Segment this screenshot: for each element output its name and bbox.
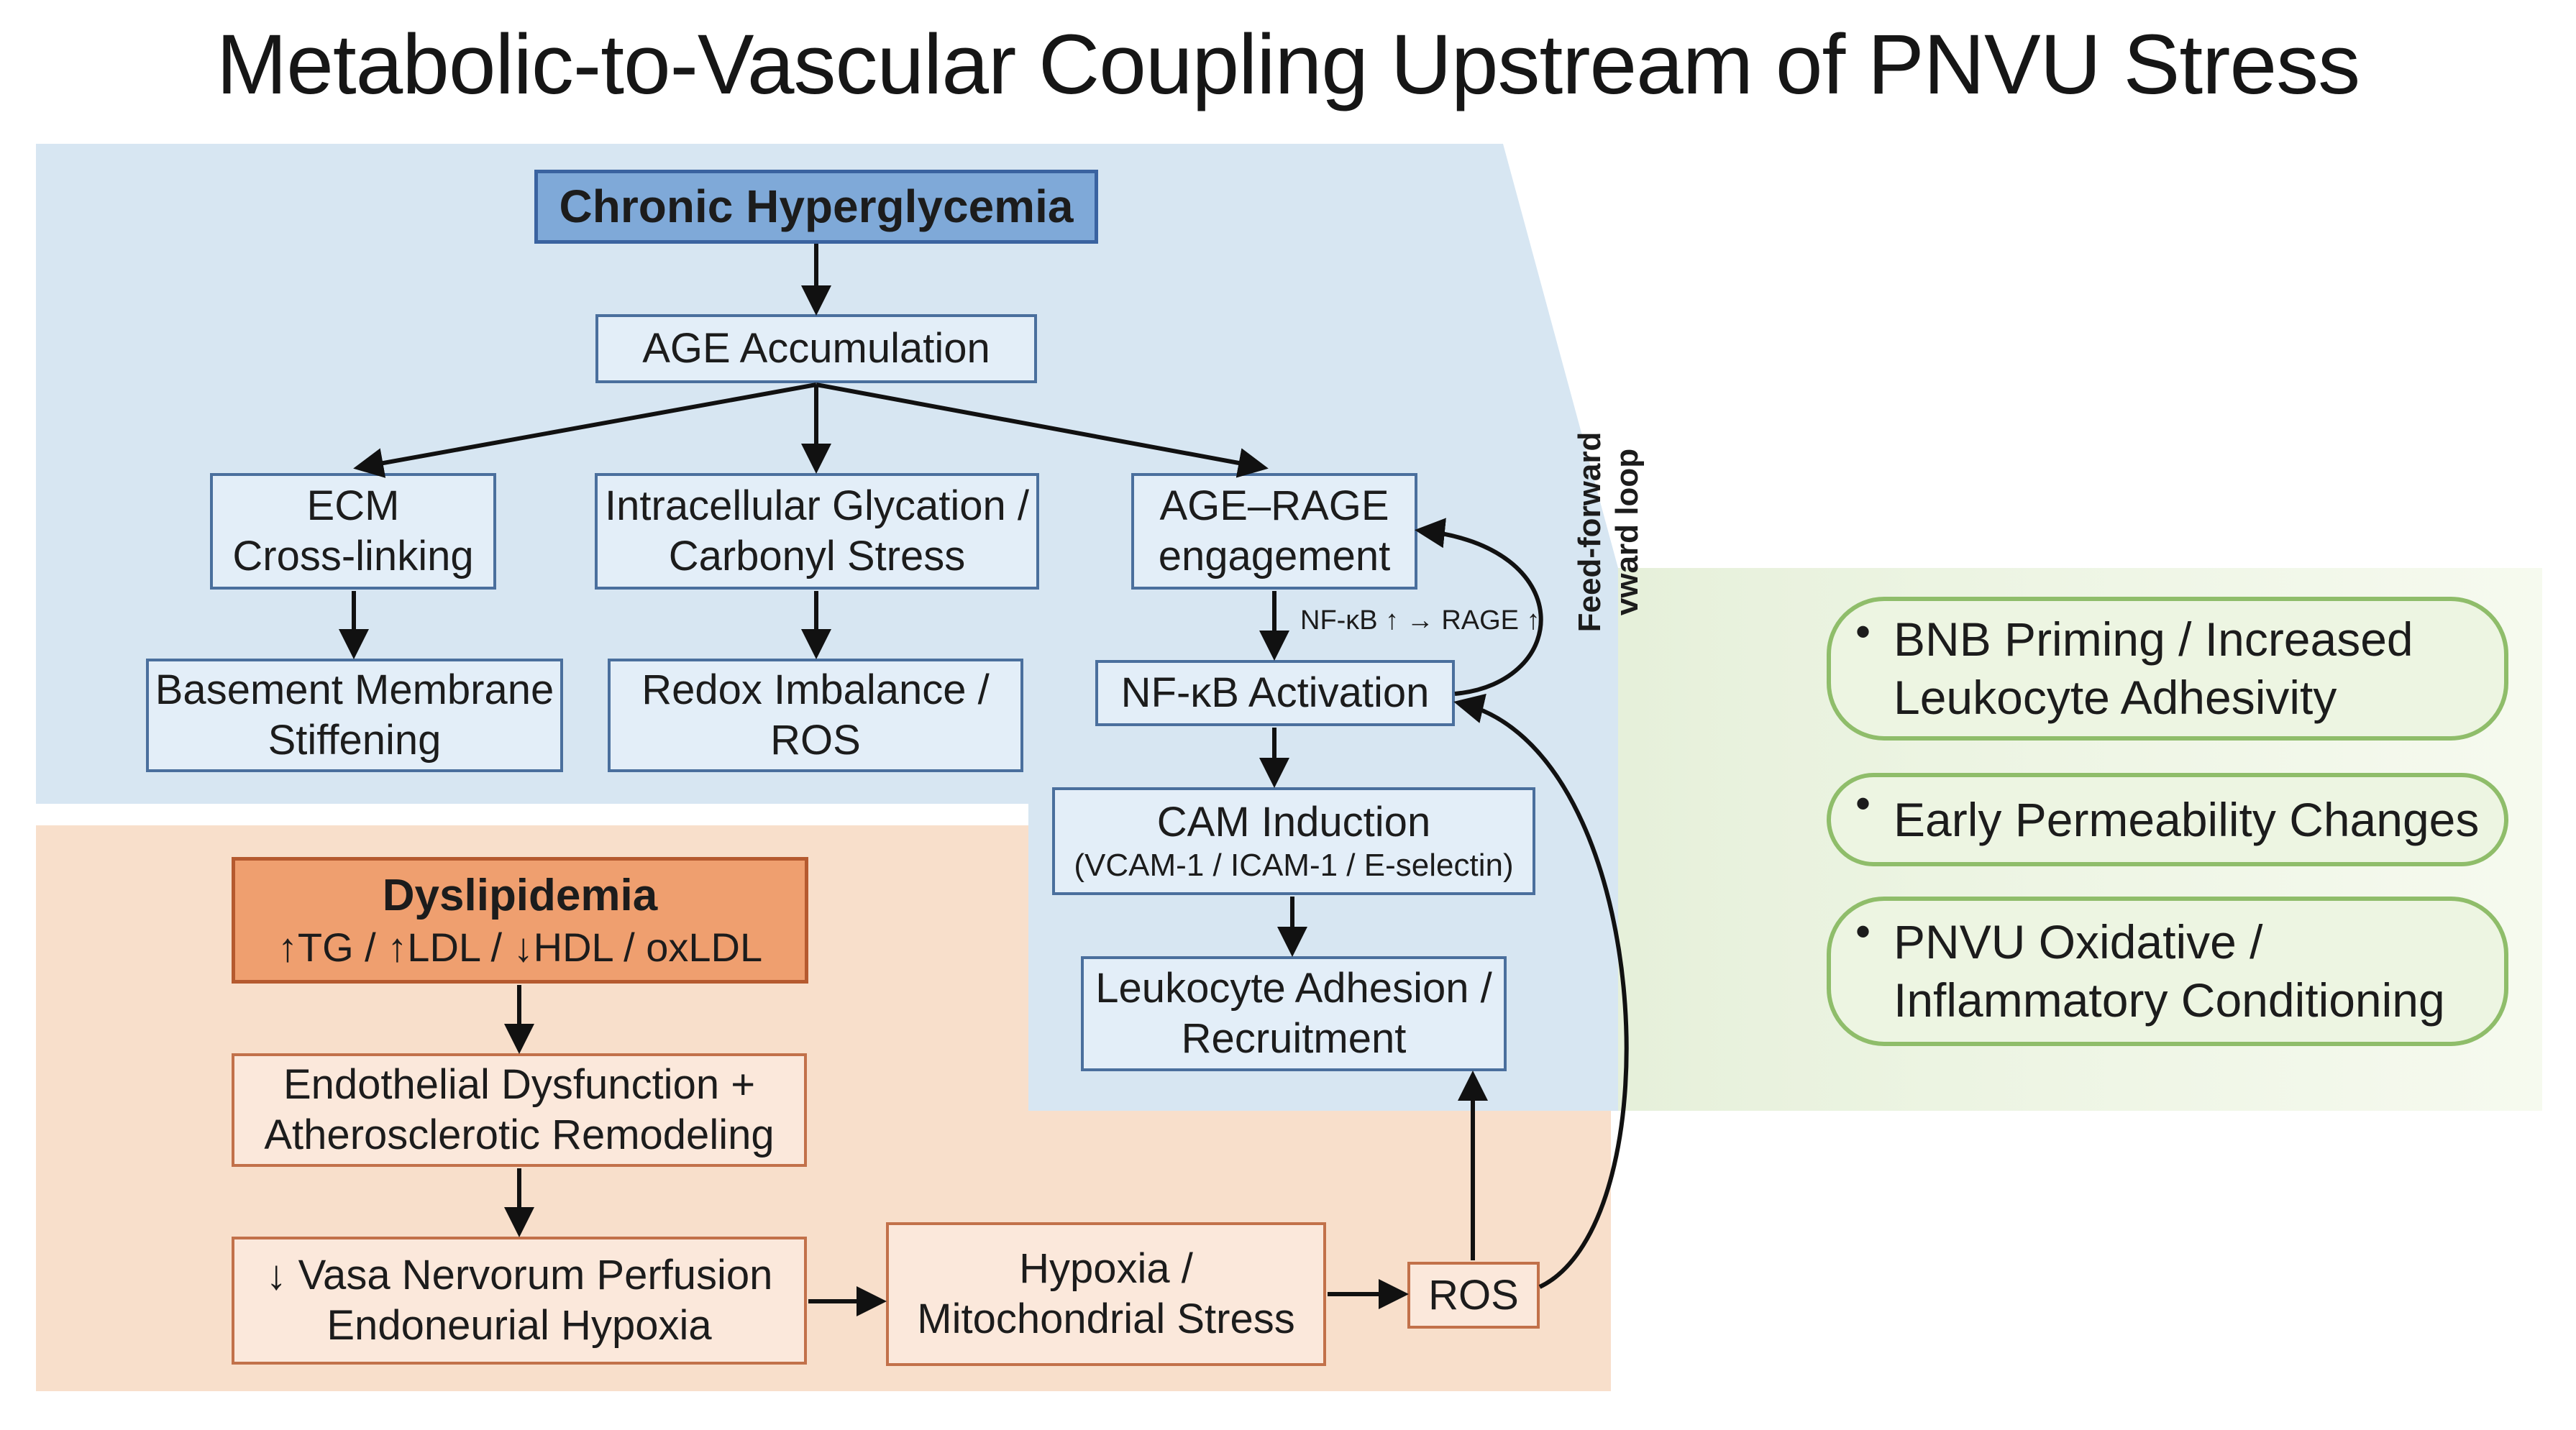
outcome-oxidative-line2: Inflammatory Conditioning bbox=[1894, 973, 2445, 1027]
nfkb-rage-edge-label: NF-κB ↑ → RAGE ↑ bbox=[1300, 605, 1540, 636]
chronic-hyperglycemia-label: Chronic Hyperglycemia bbox=[559, 180, 1074, 233]
redox-imbalance-line2: ROS bbox=[770, 717, 861, 764]
outcome-bnb-priming: • BNB Priming / Increased Leukocyte Adhe… bbox=[1827, 597, 2508, 741]
dyslipidemia-subtitle: ↑TG / ↑LDL / ↓HDL / oxLDL bbox=[277, 924, 763, 970]
dyslipidemia-node: Dyslipidemia ↑TG / ↑LDL / ↓HDL / oxLDL bbox=[232, 857, 808, 984]
arrow-ros-to-nfkb bbox=[1453, 694, 1629, 1289]
bullet-icon: • bbox=[1855, 608, 1871, 656]
cam-induction-line2: (VCAM-1 / ICAM-1 / E-selectin) bbox=[1074, 848, 1514, 884]
cam-induction-line1: CAM Induction bbox=[1156, 798, 1431, 845]
arrow-age-to-ecm bbox=[353, 382, 817, 478]
leukocyte-adhesion-node: Leukocyte Adhesion / Recruitment bbox=[1081, 956, 1507, 1071]
endothelial-dysfunction-node: Endothelial Dysfunction + Atheroscleroti… bbox=[232, 1053, 807, 1167]
arrow-age-to-rage bbox=[816, 382, 1269, 478]
endothelial-dysfunction-line1: Endothelial Dysfunction + bbox=[283, 1061, 756, 1109]
basement-membrane-line2: Stiffening bbox=[268, 717, 442, 764]
nfkb-activation-node: NF-κB Activation bbox=[1095, 660, 1455, 726]
intracellular-glycation-node: Intracellular Glycation / Carbonyl Stres… bbox=[595, 473, 1039, 590]
outcome-bnb-priming-line2: Leukocyte Adhesivity bbox=[1894, 671, 2337, 724]
vasa-nervorum-node: ↓ Vasa Nervorum Perfusion Endoneurial Hy… bbox=[232, 1237, 807, 1365]
outcome-permeability-text: Early Permeability Changes bbox=[1894, 792, 2480, 846]
page-title: Metabolic-to-Vascular Coupling Upstream … bbox=[216, 17, 2360, 112]
nfkb-activation-label: NF-κB Activation bbox=[1120, 669, 1430, 717]
ecm-crosslinking-line2: Cross-linking bbox=[232, 533, 474, 579]
basement-membrane-node: Basement Membrane Stiffening bbox=[146, 659, 563, 772]
bullet-icon: • bbox=[1855, 779, 1871, 828]
age-rage-line2: engagement bbox=[1158, 533, 1391, 579]
dyslipidemia-title: Dyslipidemia bbox=[382, 871, 658, 921]
hypoxia-mito-node: Hypoxia / Mitochondrial Stress bbox=[886, 1222, 1326, 1366]
cam-induction-node: CAM Induction (VCAM-1 / ICAM-1 / E-selec… bbox=[1052, 787, 1535, 895]
leukocyte-adhesion-line1: Leukocyte Adhesion / bbox=[1095, 965, 1492, 1012]
hypoxia-mito-line2: Mitochondrial Stress bbox=[917, 1296, 1295, 1342]
outcome-bnb-priming-text: BNB Priming / Increased Leukocyte Adhesi… bbox=[1894, 610, 2413, 726]
ros-label: ROS bbox=[1428, 1271, 1519, 1319]
outcome-oxidative-conditioning-text: PNVU Oxidative / Inflammatory Conditioni… bbox=[1894, 913, 2445, 1029]
arrow-feedforward-loop bbox=[1415, 518, 1543, 696]
age-rage-node: AGE–RAGE engagement bbox=[1131, 473, 1417, 590]
outcome-bnb-priming-line1: BNB Priming / Increased bbox=[1894, 613, 2413, 666]
endothelial-dysfunction-line2: Atherosclerotic Remodeling bbox=[264, 1112, 775, 1158]
ecm-crosslinking-line1: ECM bbox=[306, 482, 400, 530]
basement-membrane-line1: Basement Membrane bbox=[155, 666, 554, 714]
intracellular-glycation-line1: Intracellular Glycation / bbox=[605, 482, 1029, 530]
ecm-crosslinking-node: ECM Cross-linking bbox=[210, 473, 496, 590]
ros-node: ROS bbox=[1407, 1262, 1540, 1329]
redox-imbalance-node: Redox Imbalance / ROS bbox=[608, 659, 1023, 772]
age-accumulation-label: AGE Accumulation bbox=[642, 325, 990, 372]
age-accumulation-node: AGE Accumulation bbox=[595, 314, 1037, 383]
vasa-nervorum-line2: Endoneurial Hypoxia bbox=[326, 1302, 712, 1349]
outcome-oxidative-line1: PNVU Oxidative / bbox=[1894, 915, 2263, 969]
redox-imbalance-line1: Redox Imbalance / bbox=[641, 666, 990, 714]
intracellular-glycation-line2: Carbonyl Stress bbox=[668, 533, 966, 579]
outcome-permeability: • Early Permeability Changes bbox=[1827, 773, 2508, 866]
leukocyte-adhesion-line2: Recruitment bbox=[1181, 1015, 1407, 1062]
hypoxia-mito-line1: Hypoxia / bbox=[1019, 1245, 1193, 1293]
chronic-hyperglycemia-node: Chronic Hyperglycemia bbox=[534, 170, 1098, 244]
vasa-nervorum-line1: ↓ Vasa Nervorum Perfusion bbox=[265, 1252, 773, 1299]
age-rage-line1: AGE–RAGE bbox=[1159, 482, 1389, 530]
bullet-icon: • bbox=[1855, 907, 1871, 955]
outcome-oxidative-conditioning: • PNVU Oxidative / Inflammatory Conditio… bbox=[1827, 897, 2508, 1046]
